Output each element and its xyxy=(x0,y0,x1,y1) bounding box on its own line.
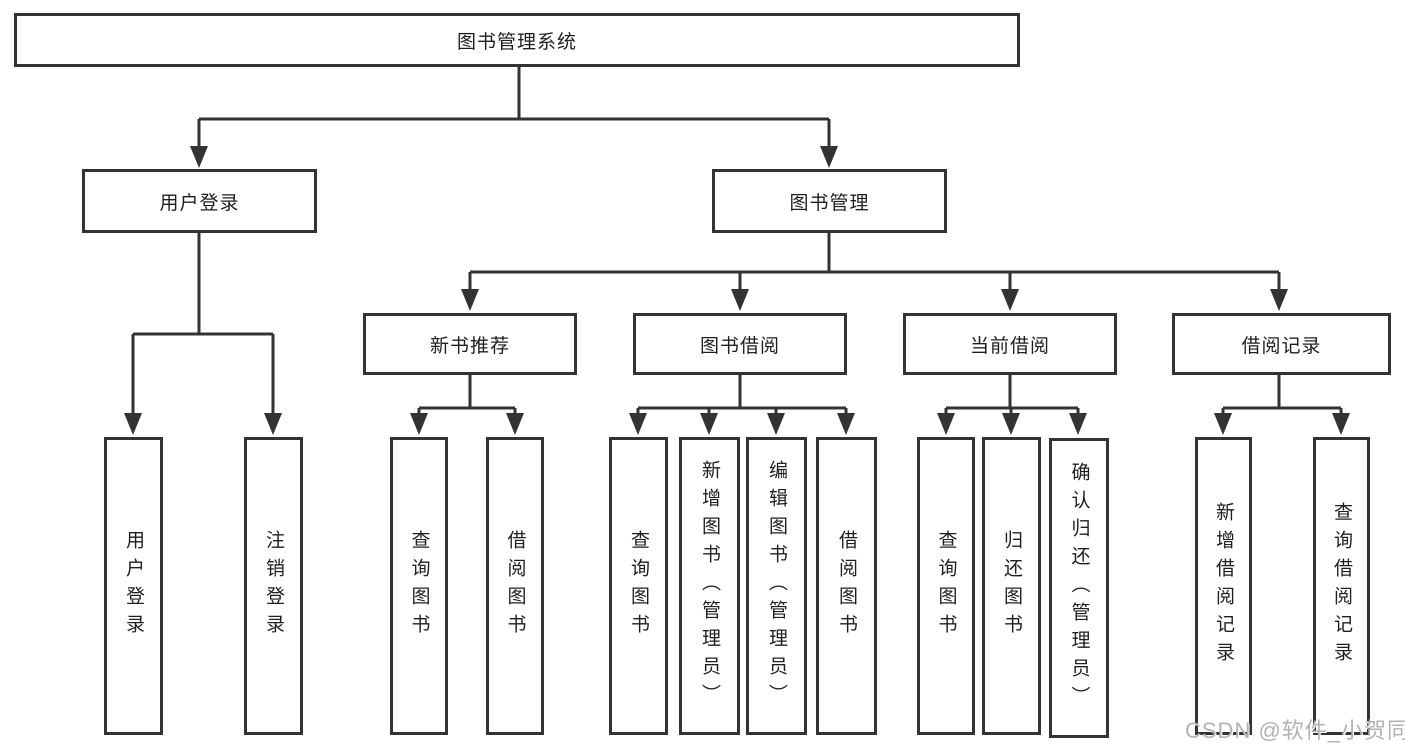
leaf-confirm-return-admin: 确认归还（管理员） xyxy=(1049,438,1109,738)
leaf-logout: 注销登录 xyxy=(244,437,303,735)
leaf-confirm-return-admin-label: 确认归还（管理员） xyxy=(1068,462,1090,714)
node-borrow-records-label: 借阅记录 xyxy=(1241,335,1322,357)
node-new-book-recommend: 新书推荐 xyxy=(363,313,577,375)
leaf-query-borrow-record-label: 查询借阅记录 xyxy=(1331,502,1352,670)
leaf-return-books-label: 归还图书 xyxy=(1001,530,1022,642)
leaf-query-books-1-label: 查询图书 xyxy=(408,530,430,642)
node-current-borrow-label: 当前借阅 xyxy=(969,335,1050,357)
leaf-query-books-2: 查询图书 xyxy=(609,437,668,735)
node-root-label: 图书管理系统 xyxy=(456,31,577,53)
leaf-query-books-3: 查询图书 xyxy=(917,437,975,735)
leaf-user-login-label: 用户登录 xyxy=(123,530,144,642)
leaf-borrow-books-1-label: 借阅图书 xyxy=(504,530,526,642)
leaf-add-book-admin-label: 新增图书（管理员） xyxy=(699,460,720,712)
leaf-user-login: 用户登录 xyxy=(104,437,163,735)
node-book-borrow-label: 图书借阅 xyxy=(699,335,780,357)
node-book-management: 图书管理 xyxy=(712,169,947,233)
arrowheads xyxy=(124,146,1350,435)
node-book-management-label: 图书管理 xyxy=(789,192,870,214)
leaf-borrow-books-2: 借阅图书 xyxy=(816,437,877,735)
node-user-login-label: 用户登录 xyxy=(159,192,240,214)
leaf-logout-label: 注销登录 xyxy=(263,530,284,642)
leaf-edit-book-admin-label: 编辑图书（管理员） xyxy=(766,460,787,712)
node-borrow-records: 借阅记录 xyxy=(1172,313,1391,375)
node-user-login: 用户登录 xyxy=(82,169,317,233)
leaf-query-borrow-record: 查询借阅记录 xyxy=(1313,437,1370,735)
node-current-borrow: 当前借阅 xyxy=(903,313,1117,375)
leaf-borrow-books-2-label: 借阅图书 xyxy=(836,530,857,642)
leaf-add-book-admin: 新增图书（管理员） xyxy=(679,437,740,735)
node-book-borrow: 图书借阅 xyxy=(633,313,847,375)
leaf-return-books: 归还图书 xyxy=(982,437,1041,735)
leaf-query-books-1: 查询图书 xyxy=(390,437,448,735)
leaf-query-books-3-label: 查询图书 xyxy=(935,530,957,642)
leaf-add-borrow-record: 新增借阅记录 xyxy=(1195,437,1252,735)
node-new-book-recommend-label: 新书推荐 xyxy=(429,335,510,357)
csdn-watermark: CSDN @软件_小贺同学 xyxy=(1185,718,1405,743)
node-root-library-management-system: 图书管理系统 xyxy=(14,13,1020,67)
leaf-edit-book-admin: 编辑图书（管理员） xyxy=(746,437,807,735)
leaf-query-books-2-label: 查询图书 xyxy=(628,530,649,642)
leaf-add-borrow-record-label: 新增借阅记录 xyxy=(1213,502,1234,670)
leaf-borrow-books-1: 借阅图书 xyxy=(486,437,544,735)
